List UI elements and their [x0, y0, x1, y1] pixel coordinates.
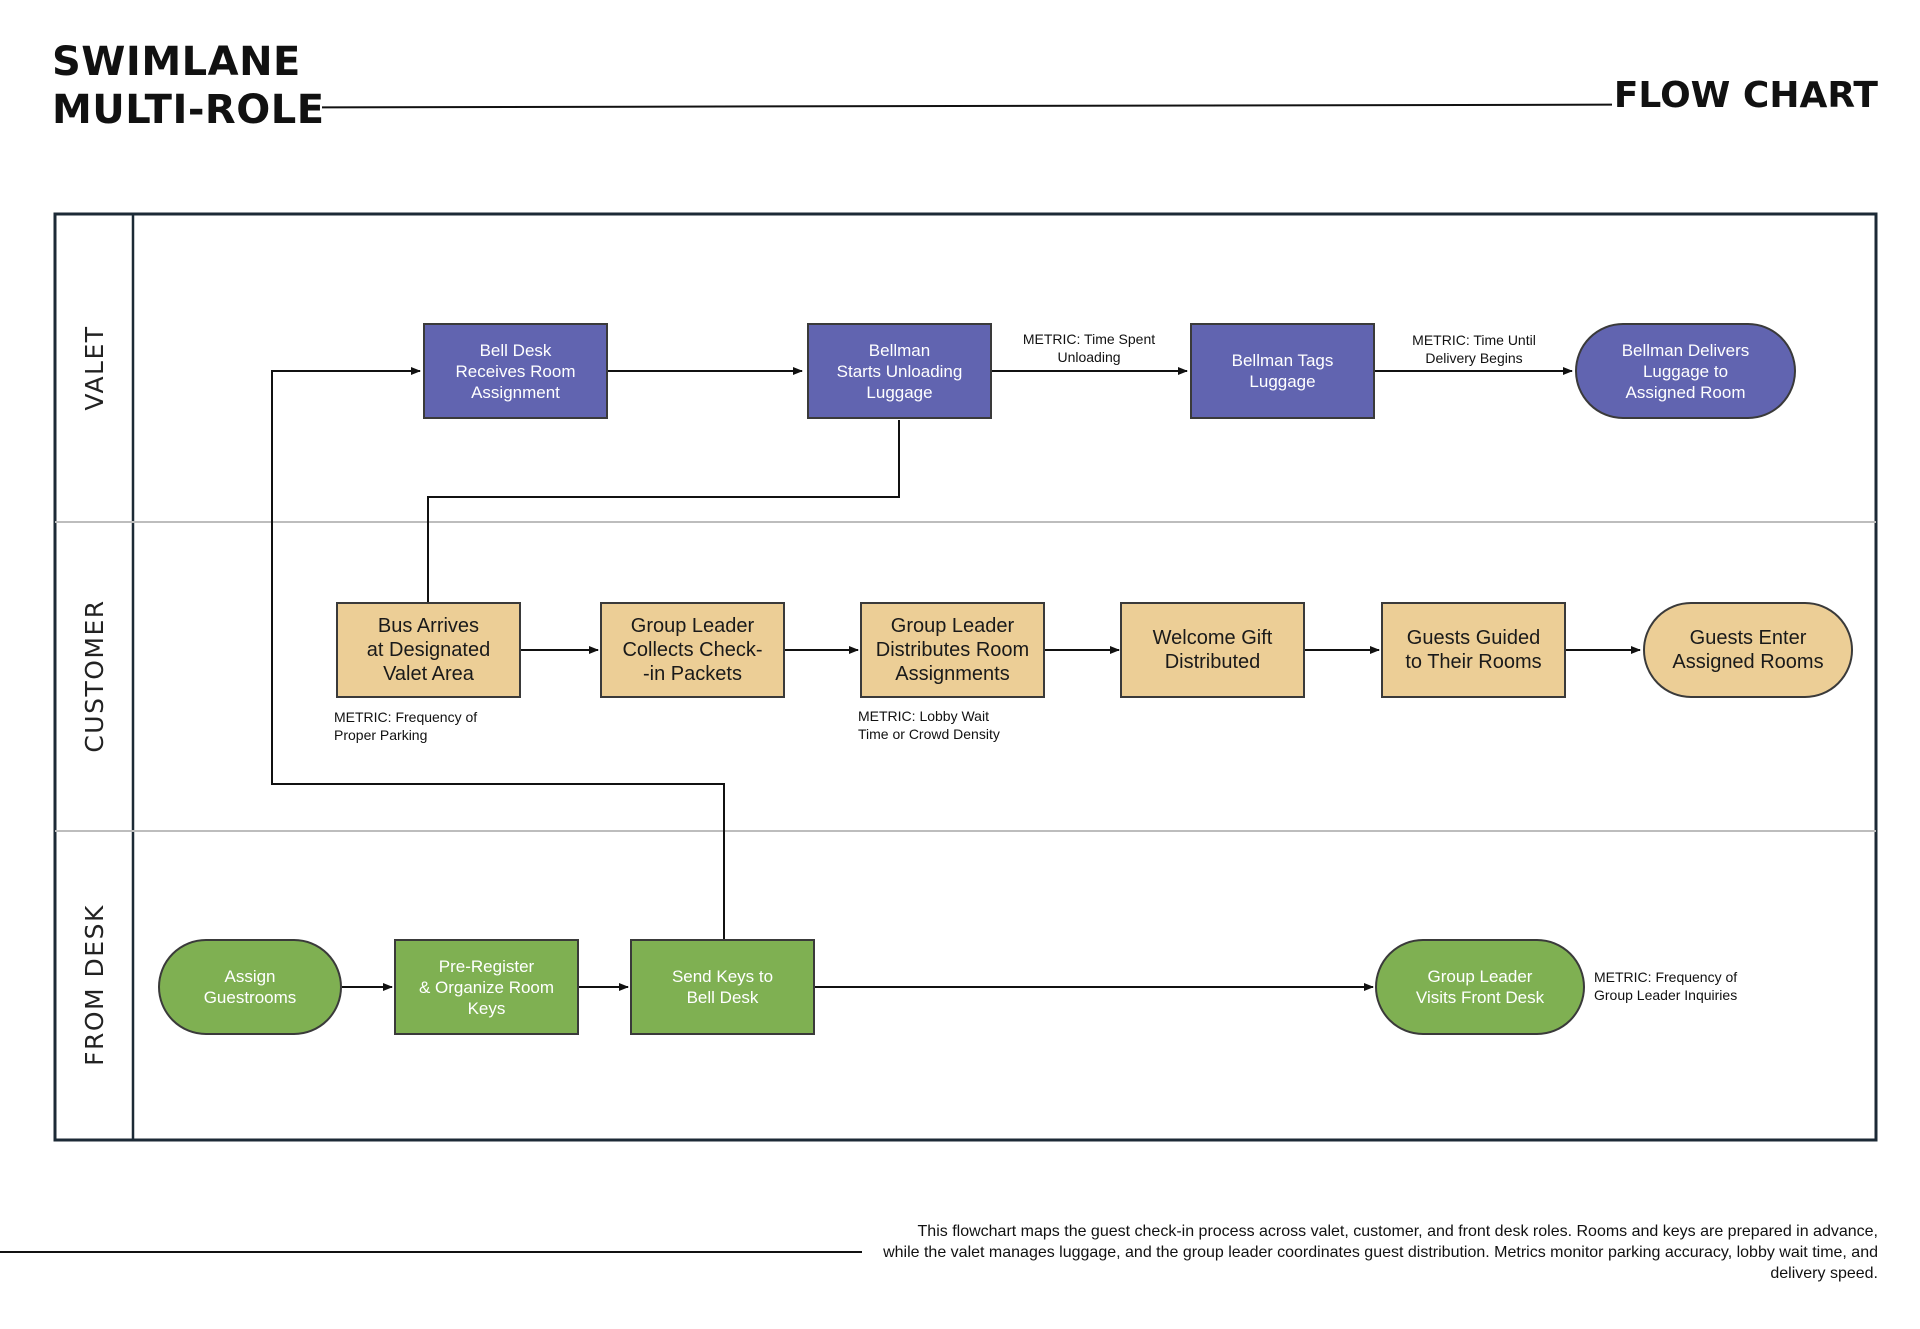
metric-time-until-delivery: METRIC: Time Until Delivery Begins [1412, 332, 1536, 366]
node-label: Bellman Tags Luggage [1231, 351, 1334, 391]
diagram-description: This flowchart maps the guest check-in p… [883, 1223, 1878, 1282]
node-bell-desk-receives[interactable]: Bell Desk Receives Room Assignment [423, 323, 608, 419]
node-leader-visits[interactable]: Group Leader Visits Front Desk [1375, 939, 1585, 1035]
node-welcome-gift[interactable]: Welcome Gift Distributed [1120, 602, 1305, 698]
metric-time-spent-unloading: METRIC: Time Spent Unloading [1022, 331, 1156, 365]
node-label: Bus Arrives at Designated Valet Area [366, 615, 491, 685]
node-bus-arrives[interactable]: Bus Arrives at Designated Valet Area [336, 602, 521, 698]
metric-lobby-wait: METRIC: Lobby Wait Time or Crowd Density [858, 708, 1000, 742]
lane-label-valet: VALET [80, 325, 109, 411]
node-bellman-unloading[interactable]: Bellman Starts Unloading Luggage [807, 323, 992, 419]
metric-proper-parking: METRIC: Frequency of Proper Parking [334, 709, 478, 743]
node-guests-guided[interactable]: Guests Guided to Their Rooms [1381, 602, 1566, 698]
connector-bus-to-unloading [427, 420, 900, 602]
node-label: Guests Guided to Their Rooms [1405, 627, 1542, 673]
page-title: SWIMLANE MULTI-ROLE [52, 38, 325, 134]
node-assign-guestrooms[interactable]: Assign Guestrooms [158, 939, 342, 1035]
node-label: Group Leader Visits Front Desk [1415, 967, 1545, 1007]
node-label: Welcome Gift Distributed [1152, 627, 1273, 673]
node-bellman-tags[interactable]: Bellman Tags Luggage [1190, 323, 1375, 419]
metric-leader-inquiries: METRIC: Frequency of Group Leader Inquir… [1594, 969, 1738, 1003]
page-subtitle: FLOW CHART [1613, 75, 1878, 116]
title-line-1: SWIMLANE [52, 39, 301, 85]
node-guests-enter[interactable]: Guests Enter Assigned Rooms [1643, 602, 1853, 698]
node-leader-distributes[interactable]: Group Leader Distributes Room Assignment… [860, 602, 1045, 698]
node-pre-register[interactable]: Pre-Register & Organize Room Keys [394, 939, 579, 1035]
node-label: Assign Guestrooms [203, 967, 297, 1007]
node-send-keys[interactable]: Send Keys to Bell Desk [630, 939, 815, 1035]
node-bellman-delivers[interactable]: Bellman Delivers Luggage to Assigned Roo… [1575, 323, 1796, 419]
connector-sendkeys-to-bell-desk [271, 367, 725, 939]
node-label: Bellman Delivers Luggage to Assigned Roo… [1621, 340, 1750, 402]
title-line-2: MULTI-ROLE [52, 87, 325, 133]
node-label: Pre-Register & Organize Room Keys [418, 956, 555, 1018]
node-label: Send Keys to Bell Desk [671, 967, 774, 1007]
node-leader-collects[interactable]: Group Leader Collects Check- -in Packets [600, 602, 785, 698]
swimlane-frame [53, 212, 1878, 1142]
node-label: Group Leader Distributes Room Assignment… [875, 615, 1030, 685]
node-label: Guests Enter Assigned Rooms [1672, 627, 1824, 673]
lane-label-customer: CUSTOMER [80, 599, 109, 753]
node-label: Group Leader Collects Check- -in Packets [622, 615, 763, 685]
lane-label-front-desk: FROM DESK [80, 904, 109, 1066]
node-label: Bell Desk Receives Room Assignment [455, 340, 576, 402]
node-label: Bellman Starts Unloading Luggage [836, 340, 963, 402]
